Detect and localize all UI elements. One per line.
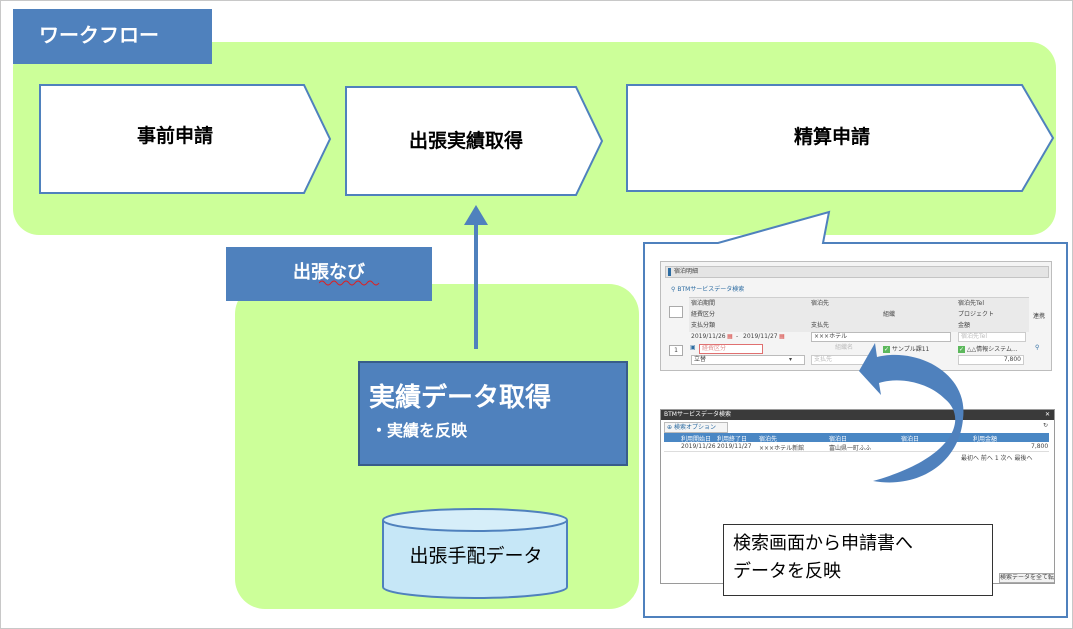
dialog-cell-1: 2019/11/27 (717, 443, 752, 450)
up-arrow (464, 205, 488, 349)
header-org: 組織 (883, 311, 896, 318)
pay-class-select[interactable]: 立替 ▾ (691, 355, 805, 365)
date-separator: - (736, 333, 739, 340)
action-bullet: ・実績を反映 (371, 421, 468, 440)
header-checkbox[interactable] (669, 306, 683, 318)
header-project: プロジェクト (958, 311, 995, 318)
database-cylinder (382, 508, 568, 599)
search-icon: ⊕ (667, 424, 673, 431)
dialog-col-0: 利用開始日 (681, 436, 712, 443)
note-line-1: 検索画面から申請書へ (733, 533, 913, 554)
workflow-title: ワークフロー (13, 9, 212, 64)
expense-input[interactable]: 経費区分 (699, 344, 763, 354)
pay-class-value: 立替 (694, 356, 707, 363)
check-icon: ✓ (883, 346, 890, 353)
dialog-table-row[interactable] (664, 442, 1049, 452)
form-section-title: 宿泊明細 (665, 266, 1049, 278)
step-arrow-trip-results (345, 86, 604, 196)
hotel-input[interactable]: ×××ホテル (811, 332, 951, 342)
dialog-col-4: 宿泊日 (901, 436, 920, 443)
form-section-title-text: 宿泊明細 (674, 268, 699, 275)
org-input[interactable]: 組織名 (835, 344, 854, 351)
step-arrow-pre-application (39, 84, 332, 194)
dialog-col-5: 利用金額 (973, 436, 998, 443)
link-icon: ⚲ (671, 286, 676, 293)
dialog-tab[interactable]: ⊕ 検索オプション (664, 422, 728, 433)
step-label-trip-results: 出張実績取得 (408, 130, 523, 152)
step-arrow-settlement (626, 84, 1055, 192)
refresh-icon[interactable]: ↻ (1043, 422, 1049, 429)
dialog-cell-2: ×××ホテル新館 (759, 445, 805, 452)
workflow-steps (39, 84, 1055, 196)
check-project-label: △△情報システム... (966, 346, 1018, 353)
spellcheck-underline (319, 280, 380, 286)
note-line-2: データを反映 (733, 561, 841, 582)
dialog-cell-0: 2019/11/26 (681, 443, 716, 450)
note-box: 検索画面から申請書へ データを反映 (723, 524, 993, 596)
calendar-icon-from[interactable]: ▦ (727, 333, 733, 340)
header-hotel: 宿泊先 (811, 300, 830, 307)
date-to[interactable]: 2019/11/27 (743, 333, 778, 340)
row-number: 1 (669, 345, 683, 356)
calendar-icon-to[interactable]: ▦ (779, 333, 785, 340)
form-search-link[interactable]: ⚲ BTMサービスデータ検索 (671, 284, 744, 293)
action-box (358, 361, 628, 466)
chevron-down-icon: ▾ (788, 356, 792, 363)
check-org-label: サンプル課11 (891, 346, 930, 353)
check-icon: ✓ (958, 346, 965, 353)
expense-search-icon[interactable]: ▣ (690, 344, 696, 351)
header-pay-class: 支払分類 (691, 322, 716, 329)
dialog-titlebar: BTMサービスデータ検索 ✕ (661, 410, 1054, 420)
database-label: 出張手配データ (409, 545, 543, 567)
dialog-table-header (664, 433, 1049, 442)
dialog-col-1: 利用終了日 (717, 436, 748, 443)
step-label-pre-application: 事前申請 (136, 125, 213, 147)
check-org[interactable]: ✓ サンプル課11 (883, 344, 929, 353)
form-search-link-text: BTMサービスデータ検索 (677, 286, 745, 293)
dialog-cell-3: 富山県一町ふふ (829, 445, 872, 452)
check-project[interactable]: ✓ △△情報システム... (958, 344, 1018, 353)
amount-input[interactable]: 7,800 (958, 355, 1024, 365)
dialog-title: BTMサービスデータ検索 (664, 411, 731, 418)
dialog-pager[interactable]: 最初へ 前へ 1 次へ 最後へ (961, 455, 1033, 462)
dialog-cell-5: 7,800 (1031, 443, 1049, 450)
header-link: 連携 (1033, 313, 1046, 320)
header-stay-period: 宿泊期間 (691, 300, 716, 307)
close-icon[interactable]: ✕ (1044, 411, 1050, 418)
form-screenshot: 宿泊明細 ⚲ BTMサービスデータ検索 宿泊期間 宿泊先 宿泊先Tel 連携 経… (660, 261, 1052, 371)
header-expense: 経費区分 (691, 311, 716, 318)
header-hotel-tel: 宿泊先Tel (958, 300, 985, 307)
header-amount: 金額 (958, 322, 971, 329)
action-title: 実績データ取得 (369, 383, 552, 413)
transfer-all-button[interactable]: 検索データを全て転送 (999, 573, 1055, 583)
link-row-icon[interactable]: ⚲ (1035, 344, 1040, 351)
source-title: 出張なび (226, 247, 432, 301)
date-from[interactable]: 2019/11/26 (691, 333, 726, 340)
step-label-settlement: 精算申請 (793, 126, 870, 148)
form-header-grid (689, 297, 1029, 332)
dialog-tab-label: 検索オプション (673, 424, 716, 431)
header-payee: 支払先 (811, 322, 830, 329)
hotel-tel-input[interactable]: 宿泊先Tel (958, 332, 1026, 342)
dialog-col-3: 宿泊日 (829, 436, 848, 443)
dialog-col-2: 宿泊先 (759, 436, 778, 443)
